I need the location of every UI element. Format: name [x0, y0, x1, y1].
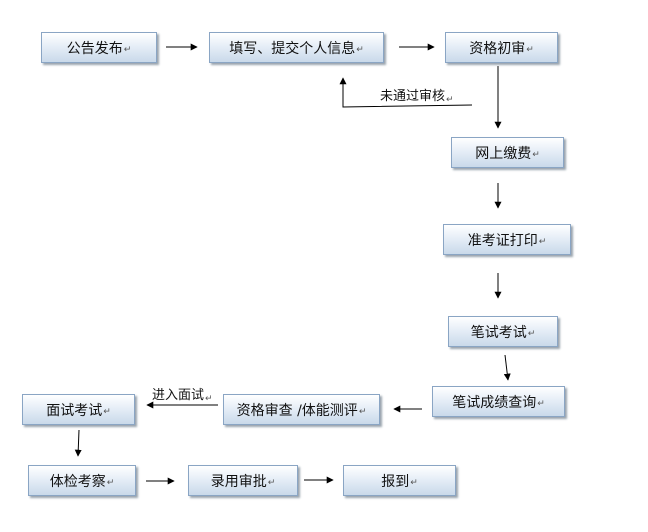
node-qualification-check: 资格审查 /体能测评↵	[223, 394, 380, 425]
node-label: 录用审批	[210, 473, 267, 490]
paragraph-mark: ↵	[106, 477, 115, 488]
node-label: 笔试考试	[470, 324, 527, 341]
paragraph-mark: ↵	[123, 44, 132, 55]
arrow-interview-to-physical	[74, 429, 82, 457]
paragraph-mark: ↵	[538, 236, 547, 247]
node-report: 报到↵	[343, 465, 456, 496]
paragraph-mark: ↵	[527, 328, 536, 339]
paragraph-mark: ↵	[532, 149, 540, 160]
node-label: 面试考试	[46, 402, 103, 419]
paragraph-mark: ↵	[526, 44, 534, 55]
node-initial-review: 资格初审↵	[445, 32, 558, 63]
node-label: 笔试成绩查询	[452, 394, 537, 411]
paragraph-mark: ↵	[205, 394, 213, 404]
node-physical-exam: 体检考察↵	[28, 465, 136, 496]
paragraph-mark: ↵	[446, 95, 454, 105]
node-label: 资格初审	[469, 40, 526, 57]
node-written-exam: 笔试考试↵	[448, 316, 558, 347]
edge-label-text: 未通过审核	[380, 89, 446, 104]
paragraph-mark: ↵	[537, 398, 545, 409]
paragraph-mark: ↵	[103, 406, 111, 417]
node-label: 体检考察	[49, 473, 106, 490]
node-print-admission: 准考证打印↵	[443, 224, 571, 255]
paragraph-mark: ↵	[267, 477, 276, 488]
node-online-pay: 网上缴费↵	[451, 137, 564, 168]
paragraph-mark: ↵	[358, 406, 367, 417]
node-hiring-approval: 录用审批↵	[188, 465, 298, 496]
paragraph-mark: ↵	[410, 477, 418, 488]
arrow-not-passed-loop	[339, 77, 473, 108]
node-label: 报到	[381, 473, 410, 490]
arrow-written-to-score	[503, 354, 511, 381]
paragraph-mark: ↵	[356, 44, 364, 55]
edge-label-text: 进入面试	[152, 388, 205, 403]
node-interview: 面试考试↵	[22, 394, 135, 425]
node-score-query: 笔试成绩查询↵	[432, 386, 565, 417]
node-announce: 公告发布↵	[41, 32, 157, 63]
node-label: 填写、提交个人信息	[229, 40, 356, 57]
node-label: 网上缴费	[475, 145, 532, 162]
node-fill-info: 填写、提交个人信息↵	[209, 32, 384, 63]
edge-label-enter-interview: 进入面试↵	[152, 384, 213, 404]
edge-label-not-passed: 未通过审核↵	[380, 85, 454, 105]
node-label: 资格审查 /体能测评	[236, 402, 358, 419]
node-label: 公告发布	[66, 40, 123, 57]
node-label: 准考证打印	[467, 232, 538, 249]
